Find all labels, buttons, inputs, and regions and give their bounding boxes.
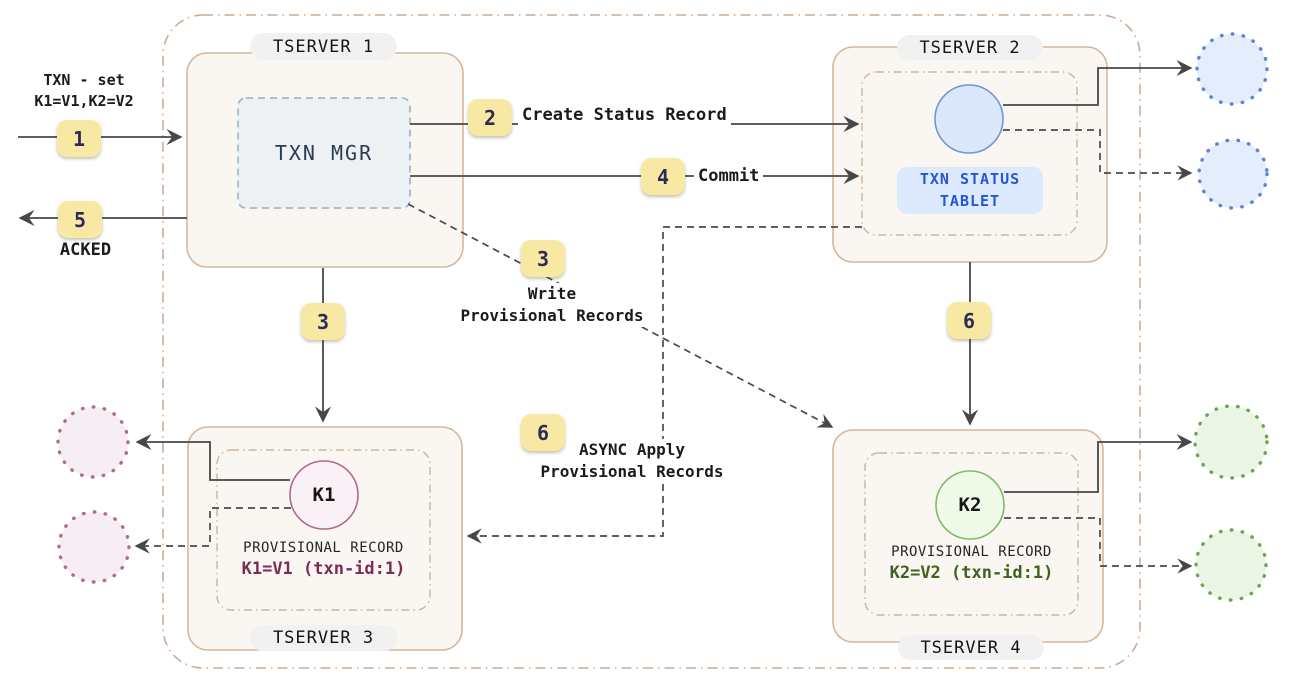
k1-leader-circle bbox=[289, 460, 359, 530]
k2-replica-circle-2 bbox=[1194, 528, 1268, 602]
tserver4-record-title: PROVISIONAL RECORD bbox=[891, 544, 1052, 560]
step3-badge-write-provisional: 3 bbox=[521, 240, 565, 277]
tserver3-record-value: K1=V1 (txn-id:1) bbox=[241, 559, 406, 579]
acked-label: ACKED bbox=[33, 240, 138, 260]
k1-replica-circle-1 bbox=[56, 405, 130, 479]
step3-write-provisional-label: Write Provisional Records bbox=[448, 283, 656, 327]
k2-replica-circle-1 bbox=[1193, 404, 1269, 480]
arrow-k2-to-replica2-dashed bbox=[1004, 517, 1193, 574]
tserver4-record-value: K2=V2 (txn-id:1) bbox=[889, 563, 1054, 583]
arrow-k1-to-replica2-dashed bbox=[134, 507, 291, 554]
tserver4-title-pill: TSERVER 4 bbox=[898, 635, 1044, 660]
arrow-k2-to-replica1 bbox=[1004, 433, 1193, 493]
step3-badge-vertical: 3 bbox=[301, 303, 345, 340]
client-txn-request-line2: K1=V1,K2=V2 bbox=[34, 92, 134, 110]
tserver3-record-title: PROVISIONAL RECORD bbox=[243, 540, 404, 556]
txn-status-replica-circle-2 bbox=[1197, 138, 1269, 210]
tserver2-box bbox=[832, 46, 1108, 263]
tserver2-tablet-boundary bbox=[861, 71, 1078, 236]
txn-status-tablet-label: TXN STATUS TABLET bbox=[897, 167, 1043, 214]
step6-label-line2: Provisional Records bbox=[540, 462, 724, 481]
step2-badge: 2 bbox=[468, 99, 512, 136]
txn-status-tablet-line2: TABLET bbox=[939, 191, 1001, 210]
tserver3-title-pill: TSERVER 3 bbox=[250, 625, 397, 651]
k1-key-label: K1 bbox=[312, 484, 336, 506]
client-txn-request-label: TXN - set K1=V1,K2=V2 bbox=[10, 70, 158, 112]
k2-leader-circle bbox=[935, 470, 1005, 540]
tserver1-title-pill: TSERVER 1 bbox=[250, 33, 397, 60]
tserver2-title-pill: TSERVER 2 bbox=[897, 35, 1043, 60]
txn-mgr-label: TXN MGR bbox=[274, 141, 374, 165]
txn-status-replica-circle-1 bbox=[1195, 32, 1269, 106]
cluster-boundary bbox=[162, 14, 1141, 669]
txn-mgr-box bbox=[237, 97, 411, 209]
client-txn-request-line1: TXN - set bbox=[43, 71, 125, 89]
step4-badge: 4 bbox=[641, 158, 685, 195]
step6-label-line1: ASYNC Apply bbox=[579, 440, 685, 459]
tserver4-tablet-boundary bbox=[864, 452, 1079, 616]
arrow-k1-to-replica1 bbox=[135, 433, 290, 481]
txn-status-leader-circle bbox=[934, 84, 1004, 154]
tserver3-tablet-boundary bbox=[216, 449, 431, 611]
step4-label: Commit bbox=[694, 164, 764, 188]
txn-status-tablet-line1: TXN STATUS bbox=[919, 169, 1021, 188]
step6-badge-vertical: 6 bbox=[947, 302, 991, 339]
step5-badge: 5 bbox=[58, 201, 102, 238]
k1-replica-circle-2 bbox=[57, 510, 131, 584]
step2-label: Create Status Record bbox=[518, 103, 731, 127]
step1-badge: 1 bbox=[57, 120, 101, 157]
k2-key-label: K2 bbox=[958, 494, 982, 516]
arrow-txnstatus-to-replica2-dashed bbox=[1003, 129, 1193, 181]
step3-label-line2: Provisional Records bbox=[460, 306, 644, 325]
arrow-step3-txnmgr-to-tserver4-dashed bbox=[407, 203, 834, 428]
step3-label-line1: Write bbox=[527, 284, 577, 303]
arrow-step6-async-apply-to-tserver3 bbox=[466, 226, 862, 544]
arrow-txnstatus-to-replica1 bbox=[1003, 59, 1193, 106]
step6-badge-async-apply: 6 bbox=[521, 414, 565, 451]
